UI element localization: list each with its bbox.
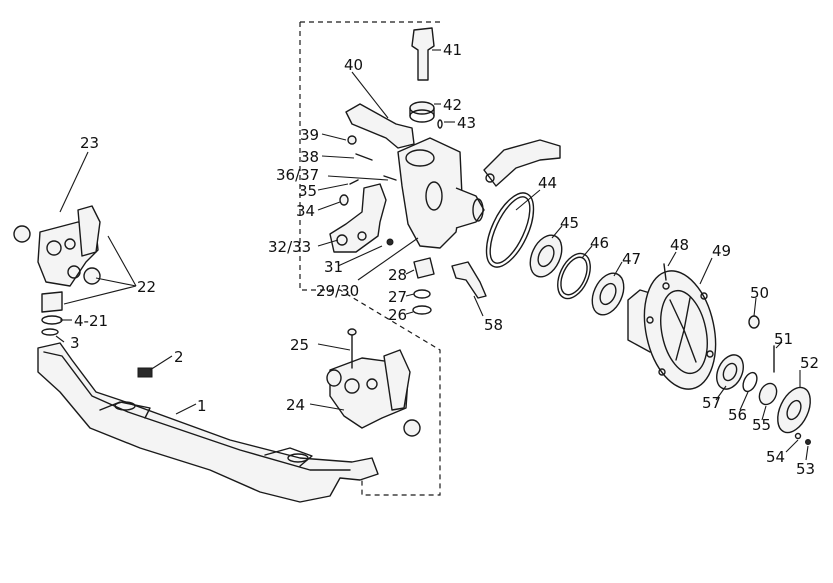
callout-44: 44 (538, 174, 557, 192)
callout-42: 42 (443, 96, 462, 114)
leader-lines (55, 49, 809, 461)
callout-1: 1 (197, 397, 207, 415)
left-knuckle (13, 205, 101, 336)
callout-48: 48 (670, 236, 689, 254)
bearing-57 (716, 354, 744, 390)
callout-52: 52 (800, 354, 819, 372)
callout-36-37: 36/37 (276, 166, 319, 184)
callout-31: 31 (324, 258, 343, 276)
callout-24: 24 (286, 396, 305, 414)
bushing-rings-26-28 (412, 257, 435, 315)
callout-45: 45 (560, 214, 579, 232)
bolt-53 (805, 439, 811, 445)
callout-35: 35 (298, 182, 317, 200)
washer-56 (742, 371, 758, 393)
part-2-tag (137, 367, 153, 378)
callout-2: 2 (174, 348, 184, 366)
bearing-45 (529, 234, 563, 278)
callout-28: 28 (388, 266, 407, 284)
callout-41: 41 (443, 41, 462, 59)
right-knuckle-lower (326, 328, 421, 437)
callout-54: 54 (766, 448, 785, 466)
callout-43: 43 (457, 114, 476, 132)
callout-38: 38 (300, 148, 319, 166)
callout-29-30: 29/30 (316, 282, 359, 300)
callout-23: 23 (80, 134, 99, 152)
ring-46 (557, 252, 591, 300)
callout-51: 51 (774, 330, 793, 348)
callout-labels: 1 2 3 4-21 22 23 24 25 26 27 28 29/30 31… (70, 41, 819, 478)
callout-46: 46 (590, 234, 609, 252)
callout-40: 40 (344, 56, 363, 74)
seal-44 (485, 192, 535, 268)
callout-22: 22 (137, 278, 156, 296)
callout-26: 26 (388, 306, 407, 324)
callout-25: 25 (290, 336, 309, 354)
callout-50: 50 (750, 284, 769, 302)
wheel-hub-49 (627, 263, 717, 390)
nut-55 (758, 382, 778, 406)
cover-52 (777, 386, 811, 434)
callout-57: 57 (702, 394, 721, 412)
callout-32-33: 32/33 (268, 238, 311, 256)
cap-50 (748, 315, 760, 329)
callout-49: 49 (712, 242, 731, 260)
callout-56: 56 (728, 406, 747, 424)
callout-47: 47 (622, 250, 641, 268)
bearing-47 (591, 272, 625, 316)
steering-knuckle-upper (329, 27, 561, 253)
callout-55: 55 (752, 416, 771, 434)
callout-3: 3 (70, 334, 80, 352)
wheel-stud-58 (451, 261, 487, 299)
callout-4-21: 4-21 (74, 312, 108, 330)
washer-54 (794, 432, 802, 440)
knuckle-group-outline (299, 21, 441, 496)
axle-beam (37, 342, 379, 503)
callout-58: 58 (484, 316, 503, 334)
callout-39: 39 (300, 126, 319, 144)
callout-53: 53 (796, 460, 815, 478)
callout-27: 27 (388, 288, 407, 306)
callout-34: 34 (296, 202, 315, 220)
